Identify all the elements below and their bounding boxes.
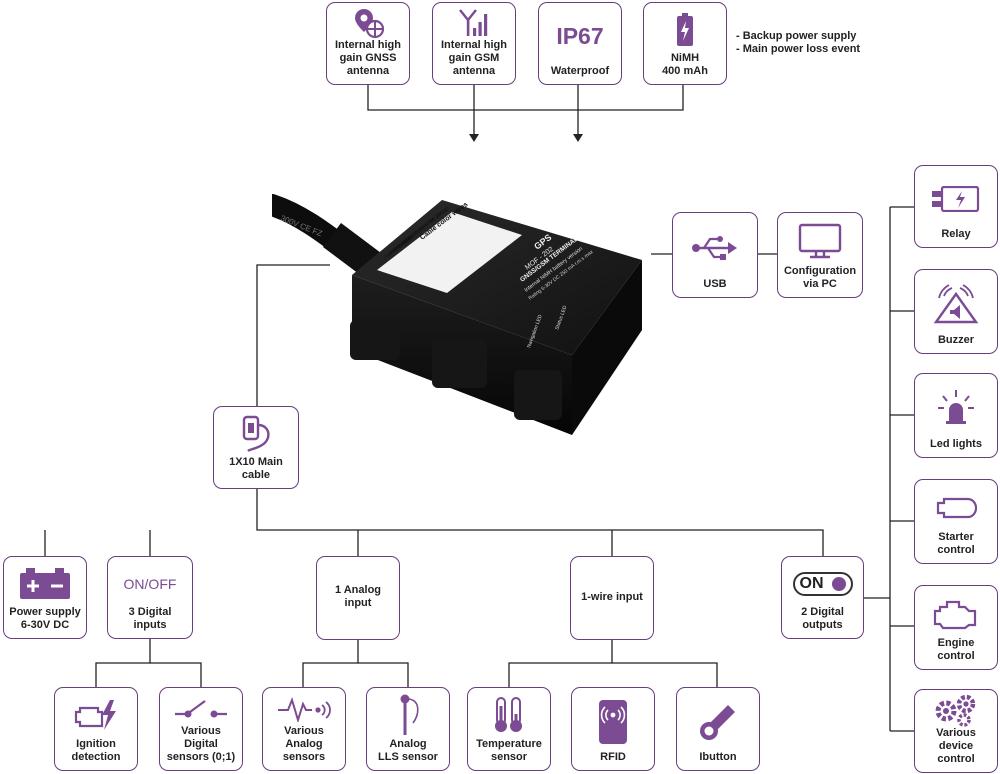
power-supply-label: Power supply 6-30V DC: [9, 606, 81, 631]
battery-label: NiMH 400 mAh: [662, 52, 708, 77]
buzzer-warning-icon: [918, 274, 994, 334]
main-cable-label: 1X10 Main cable: [229, 456, 283, 481]
ibutton-box: Ibutton: [676, 687, 760, 771]
on-text: ON: [799, 574, 824, 592]
gnss-antenna-icon: [330, 7, 406, 39]
wire-5: [AIN1]: [403, 233, 415, 244]
ibutton-label: Ibutton: [699, 751, 737, 763]
temperature-sensor-label: Temperature sensor: [476, 738, 542, 763]
rfid-box: RFID: [571, 687, 655, 771]
power-supply-box: Power supply 6-30V DC: [3, 556, 87, 639]
on-toggle-icon: ON: [785, 561, 860, 606]
buzzer-label: Buzzer: [937, 334, 975, 346]
usb-icon: [676, 217, 754, 278]
ignition-label: Ignition detection: [71, 738, 121, 763]
ignition-box: Ignition detection: [54, 687, 138, 771]
waterproof-box: IP67 Waterproof: [538, 2, 622, 85]
wire-3: [DIN2]: [413, 225, 425, 236]
rfid-label: RFID: [600, 751, 626, 763]
gnss-antenna-label: Internal high gain GNSS antenna: [335, 39, 401, 77]
signal-wave-icon: [266, 692, 342, 725]
cable-connector-icon: [217, 411, 295, 456]
tracker-device-image: 300V CE FZ Cable color wires [+8..30V DC…: [272, 194, 642, 435]
digital-sensors-box: Various Digital sensors (0;1): [159, 687, 243, 771]
main-cable-box: 1X10 Main cable: [213, 406, 299, 489]
starter-icon: [918, 484, 994, 531]
engine-control-label: Engine control: [937, 637, 975, 662]
gsm-antenna-icon: [436, 7, 512, 39]
ibutton-key-icon: [680, 692, 756, 751]
configuration-box: Configuration via PC: [777, 212, 863, 298]
gears-icon: [918, 693, 994, 727]
led-icon: [918, 378, 994, 438]
thermometer-icon: [471, 692, 547, 738]
gnss-antenna-box: Internal high gain GNSS antenna: [326, 2, 410, 85]
starter-control-box: Starter control: [914, 479, 998, 564]
led-lights-label: Led lights: [930, 438, 982, 450]
analog-sensors-label: Various Analog sensors: [282, 725, 326, 763]
lls-sensor-box: Analog LLS sensor: [366, 687, 450, 771]
relay-icon: [918, 170, 994, 228]
device-control-label: Various device control: [936, 727, 976, 765]
digital-outputs-label: 2 Digital outputs: [801, 606, 844, 631]
battery-box: NiMH 400 mAh: [643, 2, 727, 85]
battery-notes: - Backup power supply - Main power loss …: [736, 30, 860, 56]
engine-control-box: Engine control: [914, 585, 998, 670]
gsm-antenna-label: Internal high gain GSM antenna: [441, 39, 507, 77]
wire-4: [DIN3]: [408, 229, 420, 240]
ip-rating: IP67: [556, 22, 604, 49]
car-battery-icon: [7, 561, 83, 606]
switch-icon: [163, 692, 239, 725]
note-power-loss: - Main power loss event: [736, 43, 861, 55]
waterproof-label: Waterproof: [550, 65, 610, 77]
digital-sensors-label: Various Digital sensors (0;1): [166, 725, 236, 763]
analog-input-label: 1 Analog input: [334, 584, 382, 609]
temperature-sensor-box: Temperature sensor: [467, 687, 551, 771]
configuration-label: Configuration via PC: [783, 265, 857, 290]
gsm-antenna-box: Internal high gain GSM antenna: [432, 2, 516, 85]
device-control-box: Various device control: [914, 689, 998, 773]
digital-inputs-label: 3 Digital inputs: [128, 606, 172, 631]
lls-sensor-label: Analog LLS sensor: [378, 738, 438, 763]
engine-icon: [918, 590, 994, 637]
monitor-icon: [781, 217, 859, 265]
probe-icon: [370, 692, 446, 738]
analog-sensors-box: Various Analog sensors: [262, 687, 346, 771]
buzzer-box: Buzzer: [914, 269, 998, 354]
one-wire-input-label: 1-wire input: [581, 590, 643, 603]
one-wire-input-box: 1-wire input: [570, 556, 654, 640]
usb-box: USB: [672, 212, 758, 298]
digital-inputs-box: ON/OFF 3 Digital inputs: [107, 556, 193, 639]
wire-1: [GND]: [423, 217, 435, 228]
battery-icon: [647, 7, 723, 52]
engine-lightning-icon: [58, 692, 134, 738]
on-off-text: ON/OFF: [123, 575, 177, 592]
relay-label: Relay: [941, 228, 971, 240]
starter-control-label: Starter control: [937, 531, 975, 556]
usb-label: USB: [703, 278, 727, 290]
led-lights-box: Led lights: [914, 373, 998, 458]
note-backup: - Backup power supply: [736, 30, 857, 42]
rfid-card-icon: [575, 692, 651, 751]
digital-outputs-box: ON 2 Digital outputs: [781, 556, 864, 639]
relay-box: Relay: [914, 165, 998, 248]
analog-input-box: 1 Analog input: [316, 556, 400, 640]
